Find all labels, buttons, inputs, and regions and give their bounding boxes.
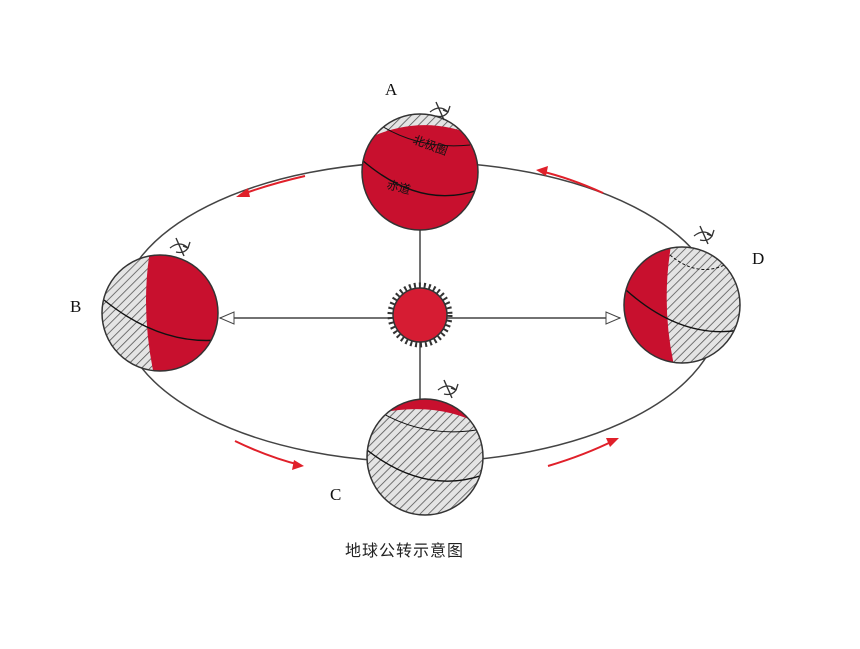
equator-line xyxy=(362,159,478,197)
revolution-arrow-bottom-left xyxy=(234,440,304,470)
sun-icon xyxy=(387,282,453,348)
equator-line xyxy=(367,449,483,482)
rotation-arrow-icon xyxy=(429,101,451,121)
revolution-arrow-top-left xyxy=(236,175,306,197)
equator-line xyxy=(103,299,218,342)
revolution-arrow-bottom-right xyxy=(547,438,619,467)
equator-line xyxy=(625,289,740,333)
rotation-arrow-icon xyxy=(437,379,459,399)
arctic-circle-line xyxy=(379,124,471,147)
equator-label: 赤道 xyxy=(385,177,412,197)
axis-arrowhead-left xyxy=(218,311,235,325)
earth-globe-b xyxy=(101,254,219,372)
rotation-arrow-icon xyxy=(693,225,715,245)
position-label-c: C xyxy=(330,485,341,504)
position-label-d: D xyxy=(752,249,764,268)
revolution-arrow-top-right xyxy=(536,166,604,194)
earth-globe-d xyxy=(623,246,741,364)
arctic-circle-line xyxy=(379,411,477,433)
earth-globe-c xyxy=(366,398,484,516)
position-label-b: B xyxy=(70,297,81,316)
axis-arrowhead-right xyxy=(605,311,622,325)
arctic-circle-line xyxy=(669,254,731,271)
diagram-caption: 地球公转示意图 xyxy=(345,541,464,560)
rotation-arrow-icon xyxy=(169,237,191,257)
earth-globe-a: 北极圈 赤道 xyxy=(361,113,479,231)
position-label-a: A xyxy=(385,80,398,99)
